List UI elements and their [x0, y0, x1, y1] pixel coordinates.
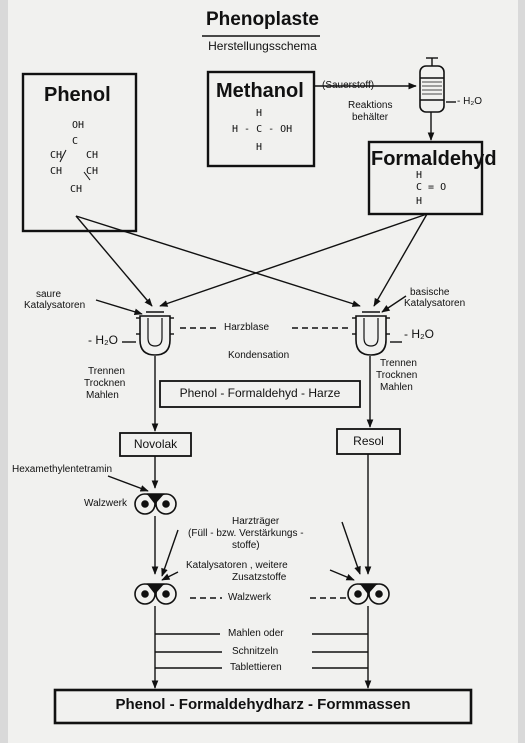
walzwerk-left-icon	[134, 583, 177, 605]
katalysatoren-line1: Katalysatoren , weitere	[186, 560, 288, 571]
basische-line2: Katalysatoren	[404, 298, 466, 309]
step-mahlen: Mahlen oder	[228, 628, 284, 639]
water-top: - H₂O	[457, 96, 482, 107]
saure-line2: Katalysatoren	[24, 300, 86, 311]
formaldehyd-h-top: H	[416, 170, 423, 181]
arrow-phenol-left	[75, 215, 153, 307]
formaldehyd-c-o: C = O	[416, 182, 447, 193]
right-trennen: Trennen	[380, 358, 417, 369]
final-box	[53, 688, 473, 725]
left-trennen: Trennen	[88, 366, 125, 377]
left-trocknen: Trocknen	[84, 378, 126, 389]
arrow-formaldehyd-right	[373, 213, 428, 307]
phenol-ch3: CH	[50, 166, 63, 177]
arrow-harz-right	[341, 521, 361, 575]
harzblase-label: Harzblase	[224, 322, 270, 333]
right-kettle	[355, 315, 387, 356]
water-right: - H₂O	[404, 327, 434, 341]
phenol-box	[21, 72, 138, 233]
left-mahlen: Mahlen	[86, 390, 119, 401]
arrow-saure	[95, 299, 143, 316]
paper-background	[8, 0, 518, 743]
methanol-formula: H - C - OH	[232, 124, 293, 135]
methanol-h-top: H	[256, 108, 263, 119]
phenol-ch2: CH	[86, 150, 99, 161]
step-schnitzeln: Schnitzeln	[232, 646, 279, 657]
water-left: - H₂O	[88, 333, 118, 347]
harztraeger-line3: stoffe)	[232, 540, 260, 551]
methanol-box	[206, 70, 316, 168]
walzwerk-top-icon	[134, 493, 177, 515]
arrow-formaldehyd-left	[159, 213, 428, 307]
phenol-label: Phenol	[44, 84, 111, 106]
resol-label: Resol	[353, 434, 384, 448]
formaldehyd-h-bottom: H	[416, 196, 423, 207]
arrow-basische	[381, 295, 407, 313]
phenol-ch1: CH	[50, 150, 63, 161]
walzwerk-right-icon	[347, 583, 390, 605]
page-title: Phenoplaste	[206, 9, 319, 30]
formaldehyd-label: Formaldehyd	[371, 148, 497, 170]
kondensation-label: Kondensation	[228, 350, 290, 361]
katalysatoren-line2: Zusatzstoffe	[232, 572, 287, 583]
pf-harze-label: Phenol - Formaldehyd - Harze	[179, 386, 341, 400]
walzwerk-mid-label: Walzwerk	[228, 592, 271, 603]
saure-line1: saure	[36, 289, 62, 300]
step-tablettieren: Tablettieren	[230, 662, 282, 673]
basische-line1: basische	[410, 287, 450, 298]
arrow-phenol-right	[75, 215, 361, 307]
methanol-label: Methanol	[216, 80, 304, 102]
reaktion-line2: behälter	[352, 112, 389, 123]
arrow-harz-left	[161, 529, 179, 577]
arrow-hexa	[107, 475, 149, 492]
page-subtitle: Herstellungsschema	[208, 39, 317, 53]
phenol-c: C	[72, 136, 79, 147]
reaktor-icon	[419, 57, 445, 113]
methanol-h-bottom: H	[256, 142, 263, 153]
harztraeger-line2: (Füll - bzw. Verstärkungs -	[188, 528, 304, 539]
novolak-label: Novolak	[133, 437, 178, 451]
right-mahlen: Mahlen	[380, 382, 413, 393]
right-trocknen: Trocknen	[376, 370, 418, 381]
hexa-label: Hexamethylentetramin	[12, 464, 113, 475]
left-kettle	[139, 315, 171, 356]
phenol-ch5: CH	[70, 184, 83, 195]
final-label: Phenol - Formaldehydharz - Formmassen	[115, 696, 411, 713]
sauerstoff-label: (Sauerstoff)	[322, 80, 375, 91]
walzwerk-top-label: Walzwerk	[84, 498, 127, 509]
reaktion-line1: Reaktions	[348, 100, 393, 111]
pf-harze-box	[159, 380, 361, 408]
phenol-ch4: CH	[86, 166, 99, 177]
harztraeger-line1: Harzträger	[232, 516, 280, 527]
phenol-oh: OH	[72, 120, 85, 131]
